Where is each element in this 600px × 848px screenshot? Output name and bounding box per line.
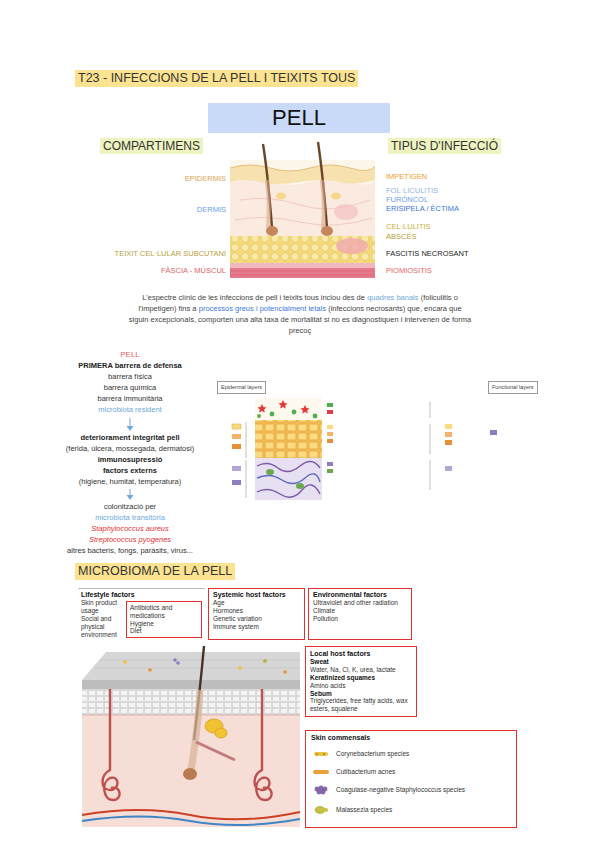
paragraph-text: L'espectre clínic de les infeccions de p…	[142, 293, 365, 302]
box-text: Hormones	[213, 607, 300, 615]
section-heading: COMPARTIMENS	[100, 138, 203, 154]
list-item: factors externs	[103, 466, 157, 475]
list-item: (ferida, úlcera, mossegada, dermatosi)	[66, 444, 194, 453]
list-item: PRIMERA barrera de defensa	[78, 361, 182, 370]
page-title: T23 - INFECCIONS DE LA PELL I TEIXITS TO…	[75, 70, 358, 87]
rod-symbol	[314, 752, 328, 756]
legend-row: Malassezia species	[312, 804, 512, 816]
granule-symbol	[323, 753, 325, 755]
box-heading: Lifestyle factors	[81, 591, 202, 599]
legend-row: Cutibacterium acnes	[312, 766, 512, 778]
legend-row: Coagulase-negative Staphylococcus specie…	[312, 784, 512, 796]
list-item: microbiota transitòria	[95, 513, 165, 522]
box-text: Keratinized squames	[310, 674, 412, 682]
factor-box: Antibiotics and medicationsHygieneDiet	[126, 601, 202, 638]
box-text: Ultraviolet and other radiation	[313, 599, 407, 607]
box-text: Diet	[130, 627, 198, 635]
infection-label: ERISIPELA / ÈCTIMA	[386, 204, 459, 213]
box-text: Hygiene	[130, 620, 198, 628]
box-text: Sweat	[310, 658, 412, 666]
list-heading: PELL	[120, 350, 140, 360]
box-text: Pollution	[313, 615, 407, 623]
coccus-symbol	[317, 790, 321, 794]
box-text: PELL	[208, 103, 390, 133]
layer-label: FÀSCIA - MÚSCUL	[161, 266, 226, 275]
box-text: Skin commensals	[311, 734, 511, 742]
layer-tag: Functional layers	[488, 381, 538, 394]
intro-paragraph: L'espectre clínic de les infeccions de p…	[128, 292, 472, 336]
section-heading: TIPUS D'INFECCIÓ	[388, 138, 501, 154]
infection-label: FASCITIS NECROSANT	[386, 249, 469, 258]
box-text: Skin product usage	[81, 599, 123, 615]
paragraph-text: quadres banals	[367, 293, 418, 302]
layer-tag: Epidermal layers	[217, 381, 266, 394]
infection-label: FURÓNCOL	[386, 195, 428, 204]
factor-panel: Local host factorsSweatWater, Na, Cl, K,…	[305, 646, 417, 717]
infection-label: CEL·LULITIS	[386, 222, 431, 231]
list-item: deteriorament integritat pell	[80, 433, 179, 442]
rod-symbol	[313, 770, 329, 774]
box-text: Epidermal layers	[221, 384, 262, 391]
legend-text: Malassezia species	[336, 806, 392, 814]
list-item: immunosupressió	[98, 455, 163, 464]
box-text: Amino acids	[310, 682, 412, 690]
box-text: Sebum	[310, 690, 412, 698]
yeast-symbol	[315, 807, 325, 814]
coccus-symbol	[319, 786, 323, 790]
list-item: (higiene, humitat, temperatura)	[79, 477, 182, 486]
list-item: altres bacteris, fongs, paràsits, virus.…	[67, 546, 193, 555]
box-heading: Antibiotics and medications	[130, 604, 198, 620]
factor-panel: Systemic host factorsAgeHormonesGenetic …	[208, 588, 305, 640]
legend-text: Coagulase-negative Staphylococcus specie…	[336, 786, 465, 794]
infection-label: ABSCÉS	[386, 232, 416, 241]
coccus-symbol	[323, 787, 327, 791]
box-text: Immune system	[213, 623, 300, 631]
skin-layers-figure	[232, 398, 497, 500]
skin-block	[82, 646, 300, 827]
box-text: Age	[213, 599, 300, 607]
granule-symbol	[316, 753, 318, 755]
infection-label: FOL·LICULITIS	[386, 186, 438, 195]
box-text: Social and physical environment	[81, 615, 123, 638]
infection-label: IMPETIGEN	[386, 172, 427, 181]
box-text: Genetic variation	[213, 615, 300, 623]
legend-text: Corynebacterium species	[336, 750, 409, 758]
layer-label: TEIXIT CEL·LULAR SUBCUTANI	[115, 249, 226, 258]
legend-panel: Skin commensals	[305, 730, 517, 828]
legend-symbol	[312, 804, 330, 816]
box-text: Triglycerides, free fatty acids, wax est…	[310, 697, 412, 713]
list-item: microbiota resident	[98, 405, 161, 414]
factor-panel: Lifestyle factorsSkin product usageSocia…	[78, 588, 205, 642]
section-heading: MICROBIOMA DE LA PELL	[75, 563, 235, 580]
infection-label: PIOMIOSITIS	[386, 266, 432, 275]
legend-symbol	[312, 766, 330, 778]
layer-label: EPIDERMIS	[185, 174, 226, 183]
box-heading: Environmental factors	[313, 591, 407, 599]
factor-panel: Environmental factorsUltraviolet and oth…	[308, 588, 412, 640]
box-heading: Systemic host factors	[213, 591, 300, 599]
box-heading: Local host factors	[310, 650, 412, 658]
box-text: Functional layers	[492, 384, 534, 391]
list-item: barrera física	[108, 372, 152, 381]
list-item: barrera immunitària	[97, 394, 162, 403]
legend-text: Cutibacterium acnes	[336, 768, 395, 776]
skin-section	[230, 142, 375, 278]
bud-symbol	[324, 808, 328, 812]
paragraph-text: processos greus i potencialment letals	[199, 304, 326, 313]
legend-row: Corynebacterium species	[312, 748, 512, 760]
box-text: Climate	[313, 607, 407, 615]
list-item: colonització per	[104, 502, 156, 511]
title-band: PELL	[208, 103, 390, 133]
box-text: Water, Na, Cl, K, urea, lactate	[310, 666, 412, 674]
list-item: Streptococcus pyogenes	[89, 535, 171, 544]
list-item: barrera química	[104, 383, 157, 392]
list-item: Staphylococcus aureus	[91, 524, 169, 533]
legend-symbol	[312, 748, 330, 760]
layer-label: DERMIS	[197, 205, 226, 214]
legend-symbol	[312, 784, 330, 796]
